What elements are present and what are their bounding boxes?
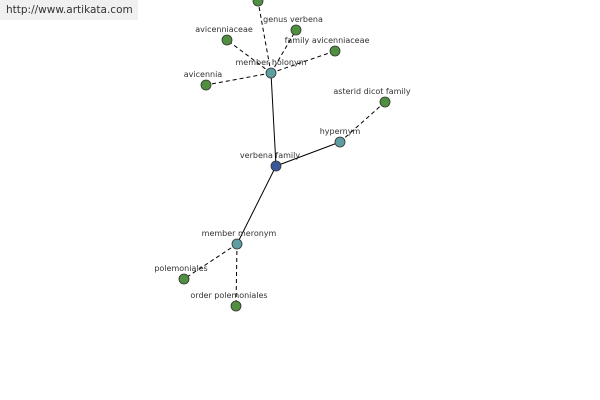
node-member-meronym-dot[interactable] (231, 238, 243, 250)
edge-member-meronym-to-polemoniales (183, 243, 238, 280)
edge-member-holonym-to-family-avicenniaceae (270, 50, 336, 74)
node-asterid-dicot-family-dot[interactable] (379, 96, 391, 108)
edge-member-holonym-to-avicenniaceae (226, 39, 272, 74)
edge-member-holonym-to-genus-verbena (270, 29, 297, 74)
node-member-meronym-label: member meronym (202, 229, 277, 238)
edge-member-holonym-to-top-offscreen (257, 0, 272, 74)
node-avicenniaceae-dot[interactable] (221, 34, 233, 46)
node-order-polemoniales-dot[interactable] (230, 300, 242, 312)
node-asterid-dicot-family-label: asterid dicot family (333, 87, 410, 96)
node-verbena-family[interactable]: verbena family (240, 151, 300, 172)
node-avicenniaceae-label: avicenniaceae (195, 25, 253, 34)
edge-verbena-family-to-hypernym (275, 141, 341, 167)
node-family-avicenniaceae[interactable]: family avicenniaceae (285, 36, 370, 57)
node-hypernym-label: hypernym (320, 127, 361, 136)
node-verbena-family-label: verbena family (240, 151, 300, 160)
edge-member-meronym-to-order-polemoniales (235, 243, 238, 307)
edge-verbena-family-to-member-meronym (236, 165, 277, 245)
node-member-meronym[interactable]: member meronym (202, 229, 277, 250)
node-order-polemoniales-label: order polemoniales (190, 291, 267, 300)
node-verbena-family-dot[interactable] (270, 160, 282, 172)
node-member-holonym[interactable]: member holonym (235, 58, 307, 79)
node-top-offscreen[interactable] (252, 0, 264, 7)
node-polemoniales-label: polemoniales (154, 264, 207, 273)
node-asterid-dicot-family[interactable]: asterid dicot family (333, 87, 411, 108)
node-family-avicenniaceae-label: family avicenniaceae (285, 36, 370, 45)
nodes-layer: verbena family member holonym hypernym memb… (154, 0, 411, 312)
node-family-avicenniaceae-dot[interactable] (329, 45, 341, 57)
node-member-holonym-dot[interactable] (265, 67, 277, 79)
edge-hypernym-to-asterid-dicot-family (339, 101, 386, 143)
node-genus-verbena-label: genus verbena (263, 15, 323, 24)
node-top-offscreen-dot[interactable] (252, 0, 264, 7)
node-member-holonym-label: member holonym (235, 58, 306, 67)
node-genus-verbena-dot[interactable] (290, 24, 302, 36)
node-hypernym-dot[interactable] (334, 136, 346, 148)
node-order-polemoniales[interactable]: order polemoniales (190, 291, 268, 312)
node-genus-verbena[interactable]: genus verbena (263, 15, 323, 36)
watermark-url: http://www.artikata.com (0, 0, 138, 20)
node-avicennia-label: avicennia (184, 70, 223, 79)
node-avicennia[interactable]: avicennia (184, 70, 223, 91)
node-polemoniales[interactable]: polemoniales (154, 264, 208, 285)
node-polemoniales-dot[interactable] (178, 273, 190, 285)
node-avicenniaceae[interactable]: avicenniaceae (195, 25, 253, 46)
node-avicennia-dot[interactable] (200, 79, 212, 91)
node-hypernym[interactable]: hypernym (320, 127, 361, 148)
edge-verbena-family-to-member-holonym (270, 72, 277, 167)
edges-layer (183, 0, 386, 307)
